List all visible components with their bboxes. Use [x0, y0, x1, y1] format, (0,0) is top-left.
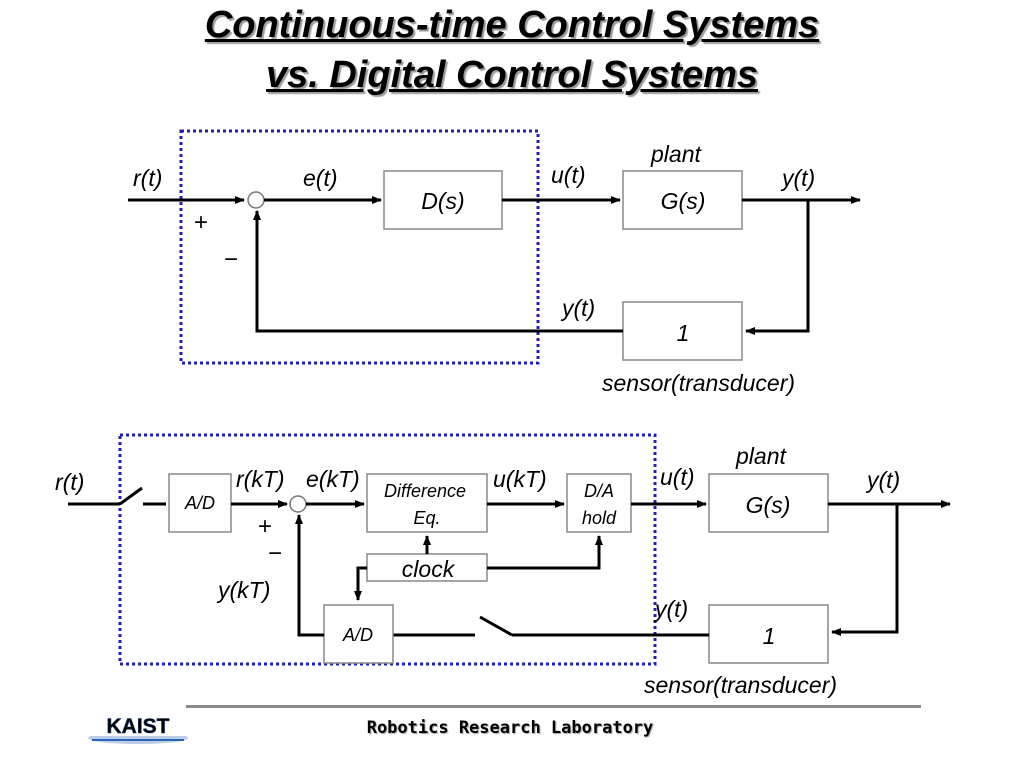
- label-u-t: u(t): [551, 162, 586, 188]
- difference-eq-label-2: Eq.: [413, 508, 440, 528]
- controller-block: [383, 170, 503, 230]
- clock-to-da-line: [487, 535, 603, 570]
- minus-sign: −: [224, 246, 238, 273]
- plant-block-label: G(s): [661, 188, 706, 214]
- digital-sensor-block: [708, 604, 829, 664]
- digital-plant-block-label: G(s): [746, 492, 791, 518]
- digital-sensor-block-label: 1: [763, 623, 776, 649]
- digital-diagram: r(t) A/D r(kT) e(kT) Difference Eq. u(kT…: [55, 433, 951, 698]
- plant-block: [622, 170, 743, 230]
- clock-to-feedback-ad-line: [354, 566, 367, 601]
- label-plant: plant: [650, 141, 702, 167]
- label-y-t-out: y(t): [780, 165, 815, 191]
- clock-block: [366, 553, 488, 582]
- digital-label-y-t-out: y(t): [865, 467, 900, 493]
- input-ad-label: A/D: [184, 493, 215, 513]
- lab-name: Robotics Research Laboratory: [366, 718, 654, 738]
- digital-feedback-line: [295, 514, 324, 637]
- digital-output-to-sensor-line: [831, 504, 899, 636]
- digital-label-r-t: r(t): [55, 469, 84, 495]
- feedback-line: [253, 210, 623, 333]
- controller-boundary-box: [179, 129, 540, 365]
- digital-label-y-t-feedback: y(t): [653, 596, 688, 622]
- summing-junction: [247, 191, 265, 209]
- svg-text:KAIST: KAIST: [107, 715, 170, 738]
- label-e-kT: e(kT): [306, 466, 360, 492]
- digital-plus-sign: +: [258, 513, 272, 540]
- digital-plant-block: [708, 473, 829, 533]
- digital-label-plant: plant: [735, 443, 787, 469]
- label-u-kT: u(kT): [493, 466, 547, 492]
- output-to-sensor-line: [745, 200, 810, 335]
- da-hold-block: [566, 473, 632, 533]
- continuous-diagram: r(t) e(t) u(t) plant y(t) + − D(s) G(s) …: [128, 129, 861, 396]
- title-line-1: Continuous-time Control Systems: [204, 4, 820, 46]
- footer-divider: [186, 705, 921, 708]
- label-e-t: e(t): [303, 165, 338, 191]
- da-label-1: D/A: [584, 481, 614, 501]
- clock-label: clock: [402, 556, 456, 582]
- sensor-caption: sensor(transducer): [602, 370, 795, 396]
- label-y-kT: y(kT): [216, 577, 270, 603]
- feedback-ad-label: A/D: [342, 625, 373, 645]
- digital-sensor-caption: sensor(transducer): [644, 672, 837, 698]
- sensor-block: [622, 301, 743, 361]
- label-r-kT: r(kT): [236, 466, 285, 492]
- digital-summing-junction: [289, 495, 307, 513]
- controller-label: D(s): [421, 188, 464, 214]
- da-label-2: hold: [582, 508, 617, 528]
- difference-eq-label-1: Difference: [384, 481, 466, 501]
- digital-controller-boundary-box: [118, 433, 657, 666]
- feedback-sampler-switch: [479, 615, 513, 637]
- sensor-block-label: 1: [677, 320, 690, 346]
- digital-minus-sign: −: [268, 540, 282, 567]
- input-sampler-switch: [119, 486, 143, 506]
- label-y-t-feedback: y(t): [560, 295, 595, 321]
- plus-sign: +: [194, 209, 208, 236]
- label-r-t: r(t): [133, 165, 162, 191]
- digital-label-u-t: u(t): [660, 464, 695, 490]
- feedback-ad-block: [323, 604, 394, 664]
- title-line-2: vs. Digital Control Systems: [265, 54, 758, 96]
- kaist-logo: KAIST: [88, 714, 188, 744]
